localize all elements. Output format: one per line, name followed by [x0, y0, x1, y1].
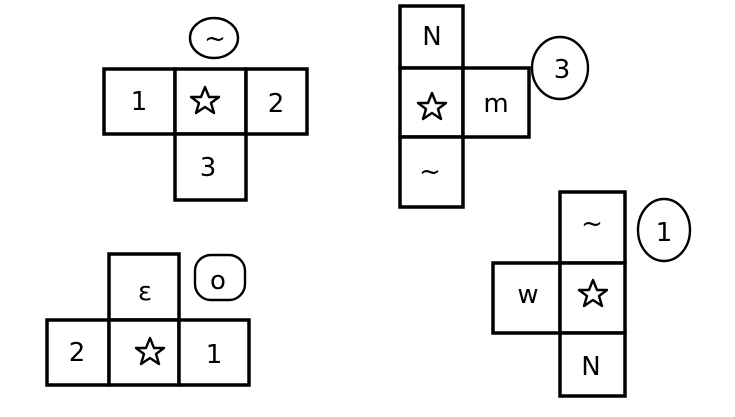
net-3-answer-value: o — [210, 266, 226, 296]
net-2-answer-value: 3 — [554, 55, 571, 85]
net-4-answer-value: 1 — [656, 218, 673, 248]
net-1-cell-right — [244, 67, 309, 136]
net-4-label-top: ~ — [581, 209, 603, 239]
net-3-star-icon — [134, 336, 166, 366]
net-4-cell-top — [558, 190, 627, 265]
net-1-answer-value: ~ — [204, 24, 226, 54]
net-3-label-left: 2 — [69, 338, 86, 368]
net-2-answer-circle — [530, 35, 590, 101]
net-4-cell-bottom — [558, 331, 627, 398]
net-4-star-icon — [577, 278, 609, 308]
net-1-cell-center — [173, 67, 248, 136]
net-2-label-bottom: ~ — [419, 157, 441, 187]
net-3-cell-center — [107, 318, 181, 387]
net-1-answer-circle — [188, 16, 240, 60]
net-1: 1 2 3 ~ — [102, 16, 309, 202]
net-4-label-bottom: N — [581, 352, 600, 382]
net-4-answer-circle — [636, 197, 692, 263]
net-3: ε 2 1 o — [45, 252, 251, 387]
net-1-label-bottom: 3 — [200, 153, 217, 183]
net-3-cell-right — [177, 318, 251, 387]
net-2-cell-right — [461, 66, 531, 139]
net-3-label-right: 1 — [206, 340, 223, 370]
net-2-label-right: m — [483, 89, 508, 119]
net-4-cell-left — [491, 261, 562, 335]
net-2-cell-top — [398, 4, 465, 70]
net-4-label-left: w — [517, 280, 538, 310]
net-2-cell-middle — [398, 66, 465, 139]
net-1-label-left: 1 — [131, 87, 148, 117]
net-3-label-top: ε — [138, 277, 152, 307]
net-1-cell-left — [102, 67, 177, 136]
net-1-label-right: 2 — [268, 89, 285, 119]
net-2: N m ~ 3 — [398, 4, 590, 209]
net-1-star-icon — [189, 85, 221, 115]
net-2-star-icon — [416, 91, 448, 121]
net-3-cell-left — [45, 318, 111, 387]
net-2-label-top: N — [422, 22, 441, 52]
net-2-cell-bottom — [398, 135, 465, 209]
net-4: ~ w N 1 — [491, 190, 692, 398]
net-4-cell-center — [558, 261, 627, 335]
net-3-answer-circle — [193, 253, 247, 302]
net-1-cell-bottom — [173, 132, 248, 202]
